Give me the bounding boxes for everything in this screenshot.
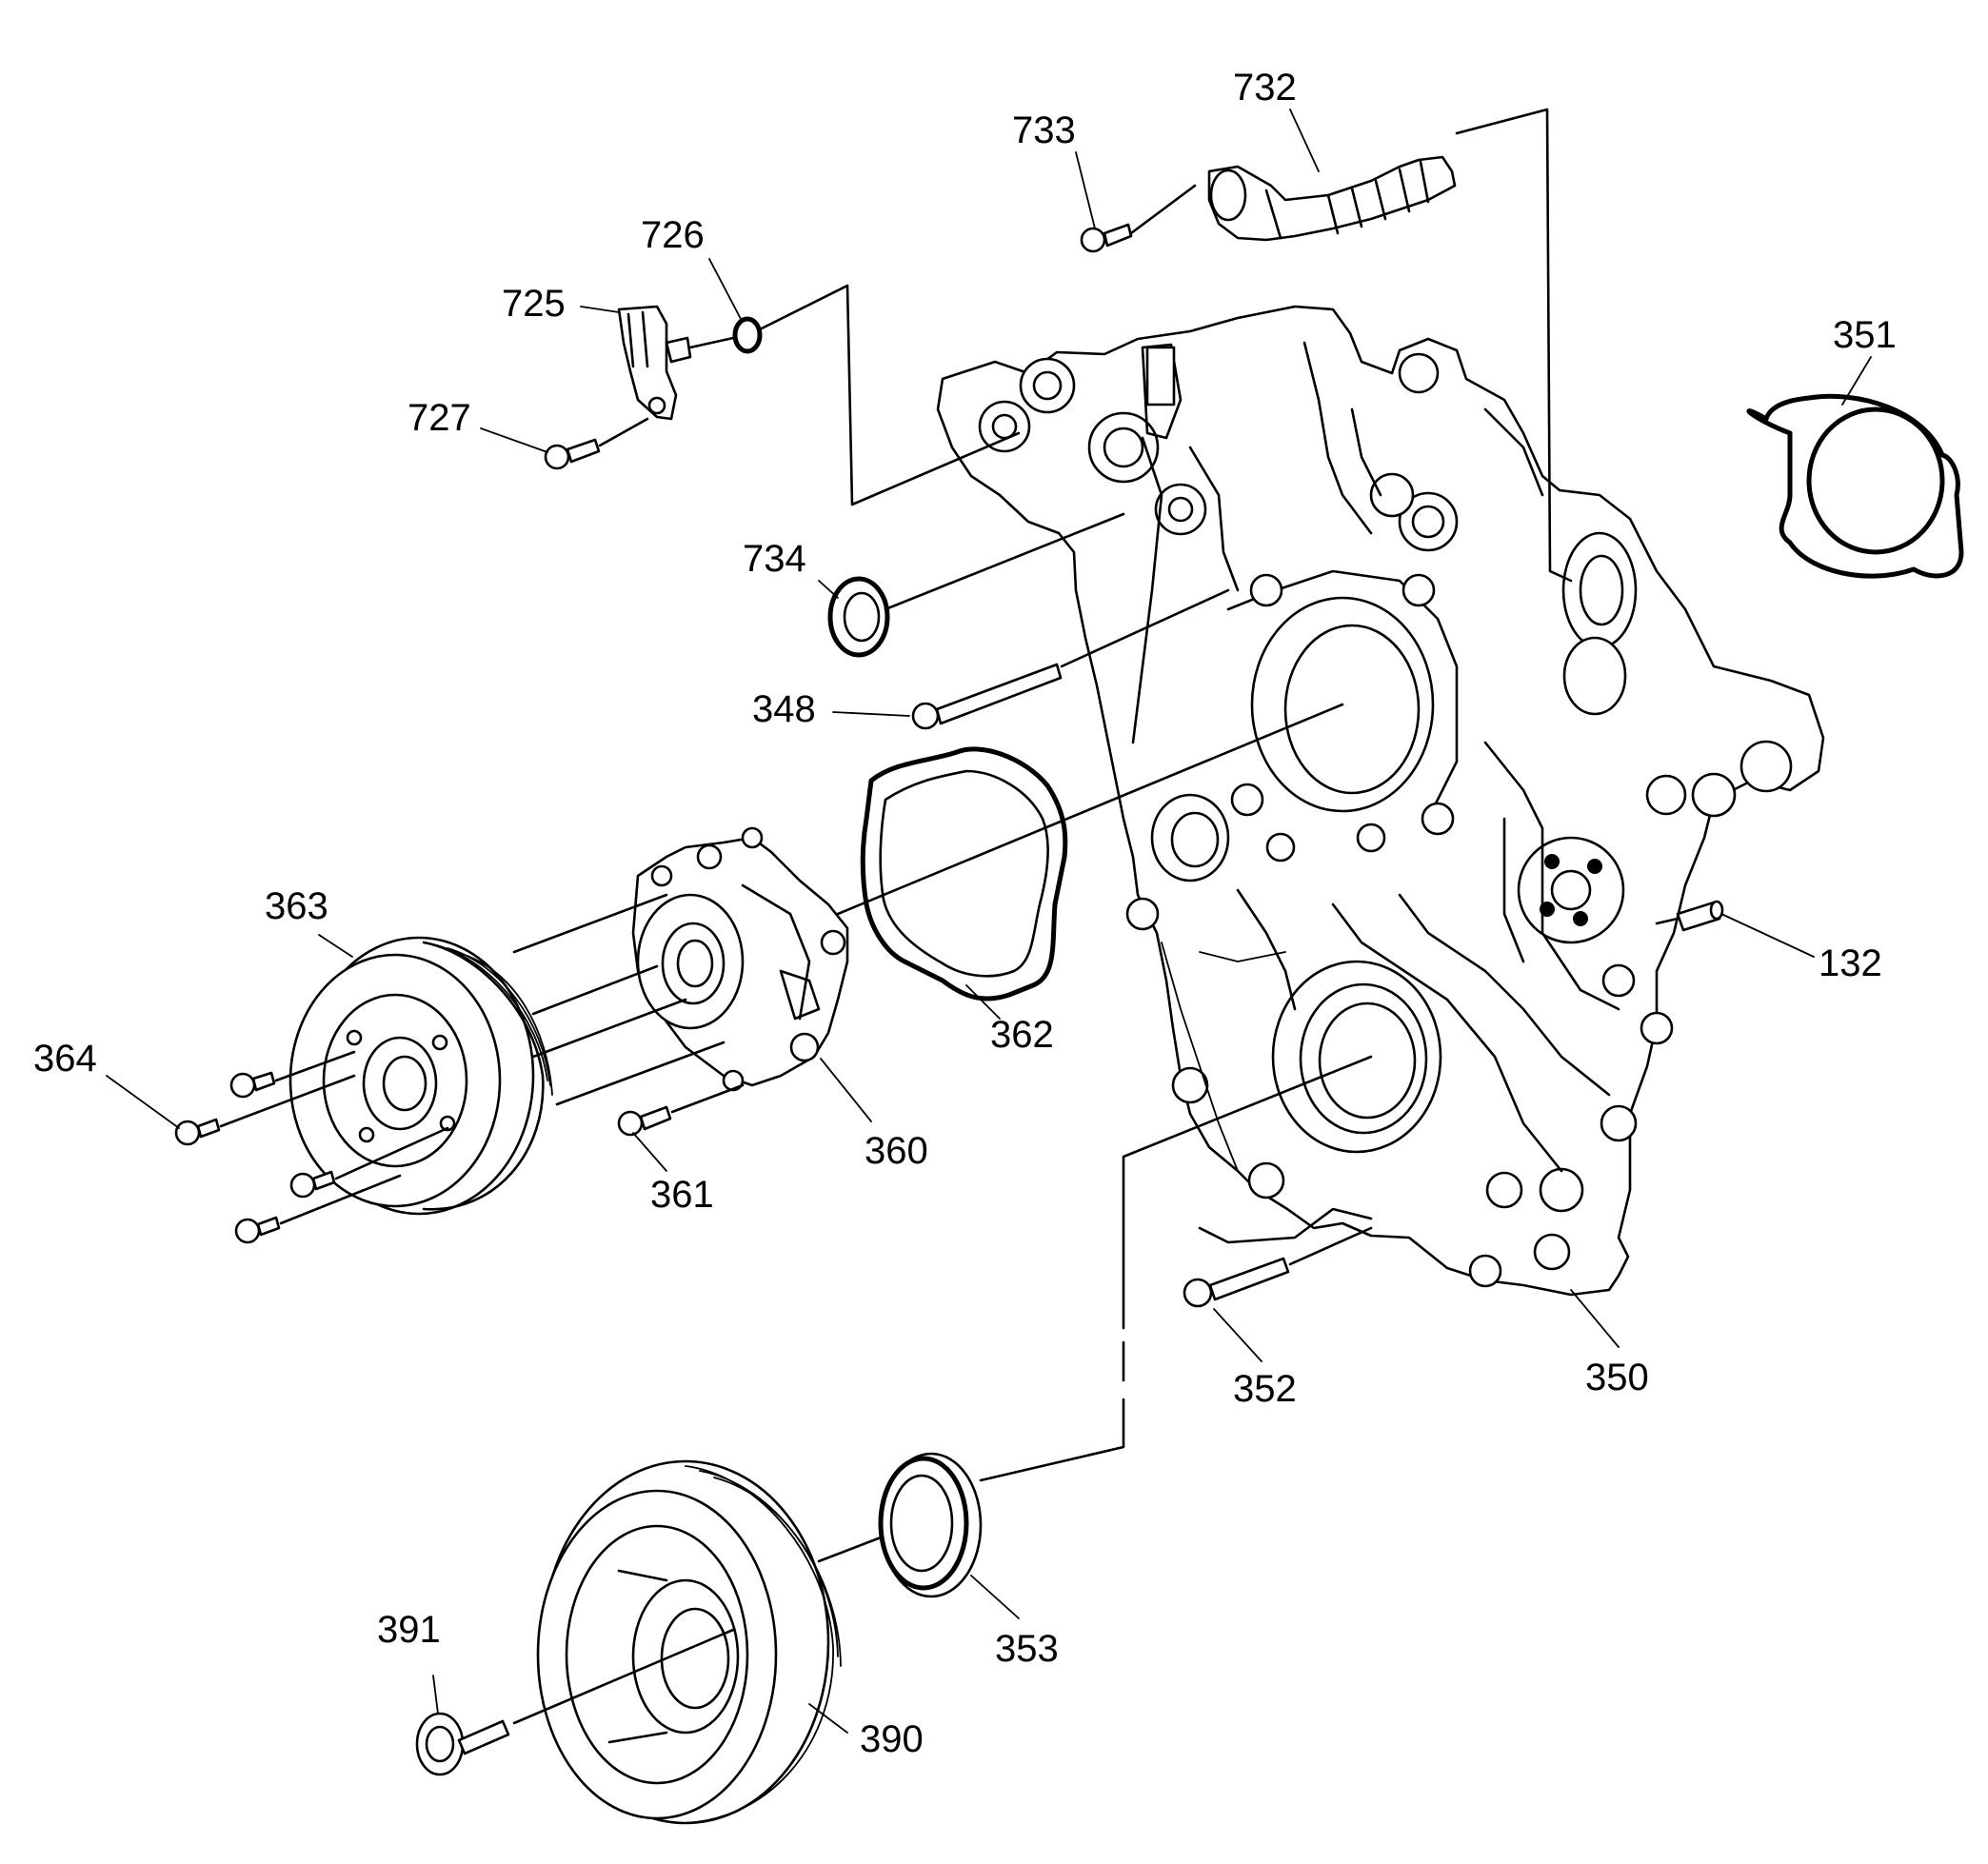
- label-364: 364: [33, 1038, 97, 1080]
- bolt-733: [1080, 223, 1133, 253]
- water-pump-360: [631, 826, 849, 1092]
- label-733: 733: [1012, 109, 1076, 151]
- label-360: 360: [865, 1130, 928, 1172]
- label-361: 361: [650, 1174, 714, 1216]
- sensor-725: [617, 305, 692, 421]
- label-351: 351: [1833, 314, 1897, 356]
- label-353: 353: [995, 1628, 1059, 1670]
- seal-353: [878, 1452, 983, 1598]
- o-ring-726: [732, 316, 763, 354]
- label-352: 352: [1233, 1368, 1297, 1410]
- leader-lines: [219, 108, 1680, 1725]
- bolt-352: [1183, 1257, 1290, 1308]
- gasket-362: [860, 746, 1068, 1001]
- label-390: 390: [860, 1718, 924, 1760]
- callout-leaders: [106, 109, 1872, 1734]
- label-132: 132: [1819, 942, 1882, 984]
- label-363: 363: [265, 885, 328, 927]
- label-348: 348: [752, 688, 816, 730]
- seal-351: [1746, 393, 1964, 579]
- label-732: 732: [1233, 67, 1297, 109]
- bolt-348: [911, 663, 1063, 730]
- sensor-732: [1207, 155, 1457, 242]
- label-391: 391: [377, 1609, 441, 1651]
- seal-734: [827, 576, 890, 658]
- pin-132: [1676, 900, 1724, 932]
- label-726: 726: [641, 214, 705, 256]
- label-350: 350: [1585, 1357, 1649, 1398]
- front-cover-350: [936, 305, 1825, 1297]
- balancer-390: [536, 1459, 842, 1825]
- label-734: 734: [743, 538, 806, 580]
- label-727: 727: [408, 397, 471, 439]
- bolt-727: [544, 438, 601, 470]
- bolt-391: [415, 1712, 510, 1776]
- label-725: 725: [502, 283, 566, 325]
- pulley-363: [288, 936, 553, 1216]
- label-362: 362: [990, 1014, 1054, 1056]
- bolt-361: [617, 1105, 672, 1137]
- part-labels: 732 733 726 725 727 351 734 348 363 364 …: [33, 67, 1897, 1760]
- bolts-364: [174, 1071, 336, 1244]
